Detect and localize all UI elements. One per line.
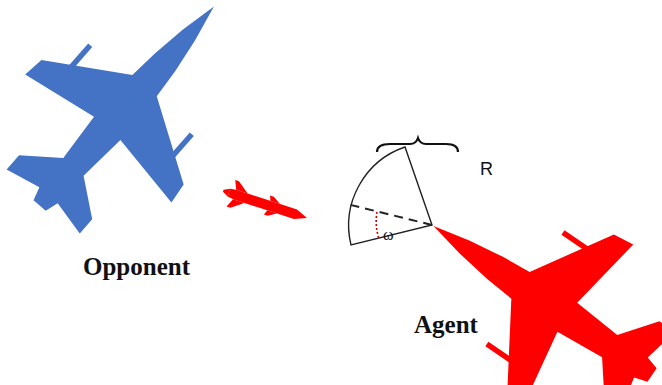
angle-label: ω [383, 227, 394, 243]
missile [219, 177, 311, 231]
agent-label: Agent [414, 312, 478, 337]
opponent-jet [0, 0, 287, 270]
opponent-label: Opponent [83, 254, 190, 279]
range-label: R [480, 160, 493, 178]
agent-jet [379, 146, 662, 385]
sensing-sector [347, 147, 432, 245]
range-brace [377, 138, 458, 152]
